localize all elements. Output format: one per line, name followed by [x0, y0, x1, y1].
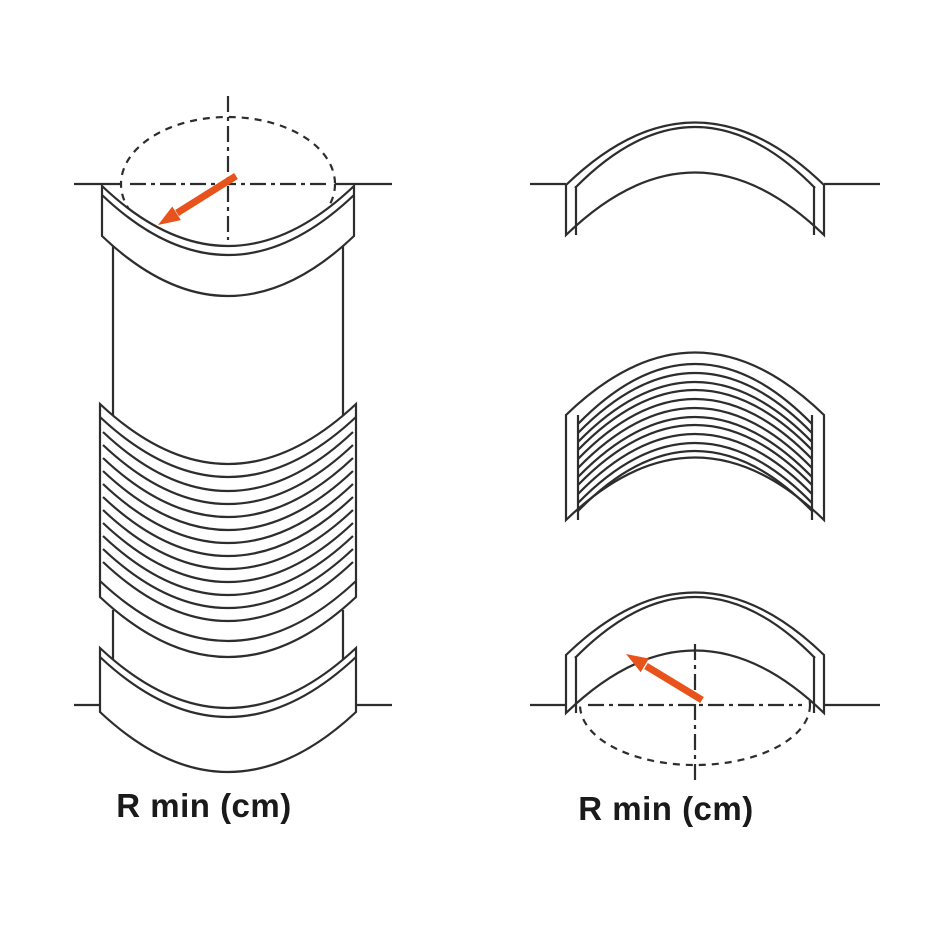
bottom-socket-rim — [99, 656, 357, 719]
radius-arrow-head — [626, 654, 649, 673]
centerlines — [130, 96, 326, 240]
top-arch-rim — [574, 125, 816, 235]
right-figure: R min (cm) — [530, 121, 880, 827]
section-guide-lines — [74, 182, 392, 707]
right-linework — [530, 121, 880, 782]
pipe-lower-sides — [111, 610, 345, 661]
radius-arrow — [158, 173, 238, 225]
corrugated-arch-outline — [564, 351, 826, 523]
radius-arrow-shaft — [175, 173, 238, 216]
top-socket-outline — [100, 183, 356, 298]
section-guide-lines — [530, 182, 880, 707]
corrugation-ribs — [577, 362, 813, 512]
top-socket-rim — [101, 194, 355, 257]
pipe-body-sides — [111, 240, 345, 416]
corrugation-ribs — [102, 431, 354, 623]
left-radius-label: R min (cm) — [116, 787, 292, 824]
centerlines — [588, 644, 802, 782]
bottom-arch-rim — [574, 595, 816, 713]
top-arch-outline — [564, 121, 826, 238]
radius-arrow-shaft — [644, 663, 704, 703]
right-radius-label: R min (cm) — [578, 790, 754, 827]
bottom-socket-outline — [98, 645, 358, 774]
left-figure: R min (cm) — [74, 96, 392, 824]
left-linework — [74, 96, 392, 774]
radius-arrow-head — [158, 206, 181, 225]
radius-arrow — [626, 654, 704, 703]
corrugated-sleeve-bands — [99, 416, 357, 643]
